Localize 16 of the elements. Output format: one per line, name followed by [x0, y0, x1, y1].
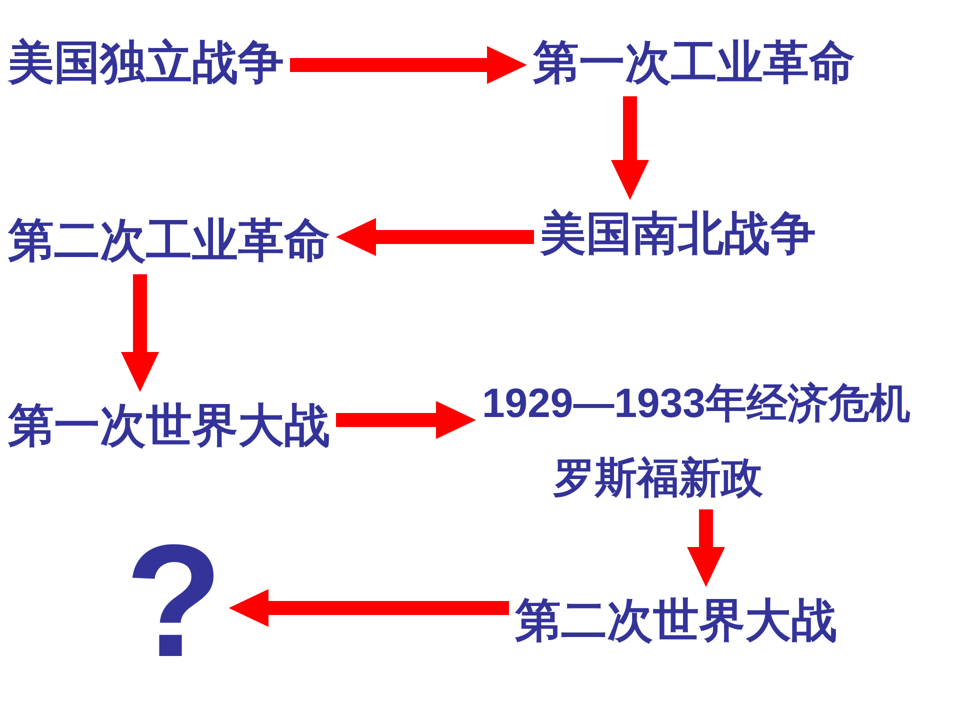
arrow: [228, 589, 509, 627]
arrow: [611, 96, 649, 200]
arrow: [336, 401, 476, 439]
arrow: [687, 509, 725, 587]
event-text: 第一次世界大战: [8, 398, 330, 454]
event-text: 1929—1933年经济危机: [482, 379, 910, 428]
event-text: 第二次工业革命: [8, 213, 330, 268]
arrow: [121, 274, 159, 392]
event-text: 美国独立战争: [8, 35, 284, 90]
question-mark: ?: [125, 521, 223, 681]
event-text: 罗斯福新政: [553, 453, 763, 504]
arrow: [290, 46, 527, 84]
event-text: 第一次工业革命: [533, 35, 855, 90]
arrow: [336, 218, 534, 256]
event-text: 第二次世界大战: [515, 593, 837, 648]
event-text: 美国南北战争: [540, 206, 816, 262]
